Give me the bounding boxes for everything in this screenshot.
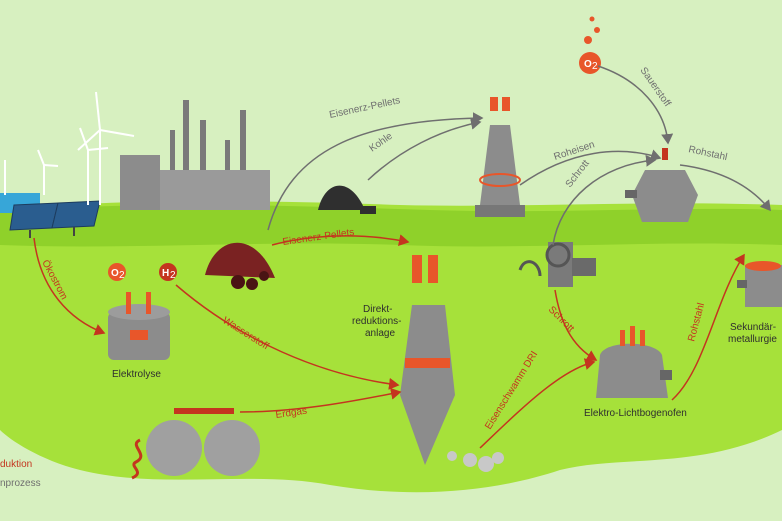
label-direkt-2: reduktions- [352,316,401,327]
h2-bubble-sub: 2 [170,270,176,281]
arrow-oekostrom [33,237,106,336]
label-direkt-1: Direkt- [363,304,392,315]
arrow-erdgas [239,387,402,413]
arrow-sauerstoff [597,65,674,145]
label-elektrolyse: Elektrolyse [112,369,161,380]
blast-furnace [475,97,525,217]
arrow-roheisen [519,149,662,186]
legend-prozess: nprozess [0,478,41,489]
dri-pellets [447,451,504,472]
ladle [737,261,782,307]
solar-panels [9,200,101,238]
label-eisenerz-pellets-top: Eisenerz-Pellets [328,95,401,121]
coal-pile [318,185,376,214]
arrow-eisenerz-pellets-top [267,112,484,231]
natural-gas-tanks [131,408,260,480]
direct-reduction-plant [400,255,455,465]
legend-reduktion: duktion [0,459,32,470]
label-erdgas: Erdgas [275,406,308,421]
label-sekundaer-2: metallurgie [728,334,777,345]
arrow-rohstahl-top [679,164,771,212]
converter [625,148,698,222]
arrow-rohstahl-right [671,253,745,401]
electric-arc-furnace [596,326,672,398]
label-rohstahl-top: Rohstahl [687,144,728,163]
label-direkt-3: anlage [365,328,395,339]
label-roheisen: Roheisen [553,139,597,163]
arrow-wasserstoff [175,284,400,390]
arrow-schrott-top [552,154,657,246]
o2-bubble-text: O [111,268,119,279]
arrow-kohle [367,117,482,181]
o2-bubble-top-sub: 2 [592,61,598,72]
label-elektro-lichtbogenofen: Elektro-Lichtbogenofen [584,408,687,419]
label-sekundaer-1: Sekundär- [730,322,776,333]
wind-turbines [4,91,135,205]
arrow-eisenerz-pellets-mid [271,234,410,247]
label-sauerstoff: Sauerstoff [638,65,673,109]
iron-ore-pile [205,242,275,290]
arrow-eisenschwamm [479,358,596,449]
o2-bubble-top-text: O [584,59,592,70]
electrolysis-unit [108,263,177,360]
ground-band [0,204,782,247]
h2-bubble-text: H [162,268,169,279]
o2-bubble-sub: 2 [119,270,125,281]
oxygen-bubble-top [579,16,601,74]
label-schrott-top: Schrott [564,158,592,190]
scrap-press [518,242,596,287]
power-plant [120,100,270,210]
label-kohle: Kohle [367,131,395,155]
arrow-schrott-mid [554,289,598,361]
